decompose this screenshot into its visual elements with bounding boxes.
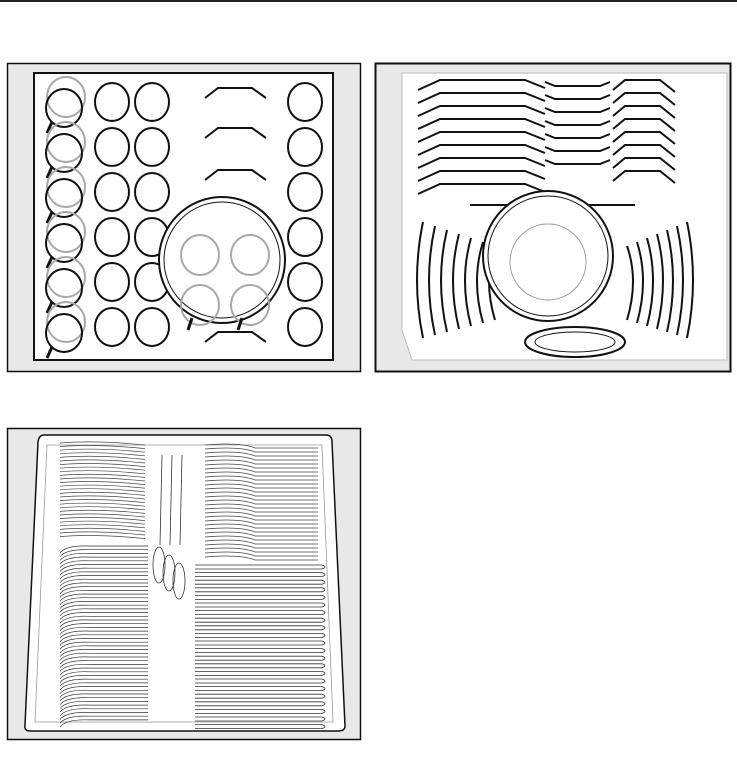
lower-basket-illustration (376, 64, 731, 372)
cutlery-tray-illustration (8, 429, 361, 740)
plate (483, 191, 613, 321)
upper-basket-illustration (8, 64, 361, 372)
plate (159, 197, 285, 323)
